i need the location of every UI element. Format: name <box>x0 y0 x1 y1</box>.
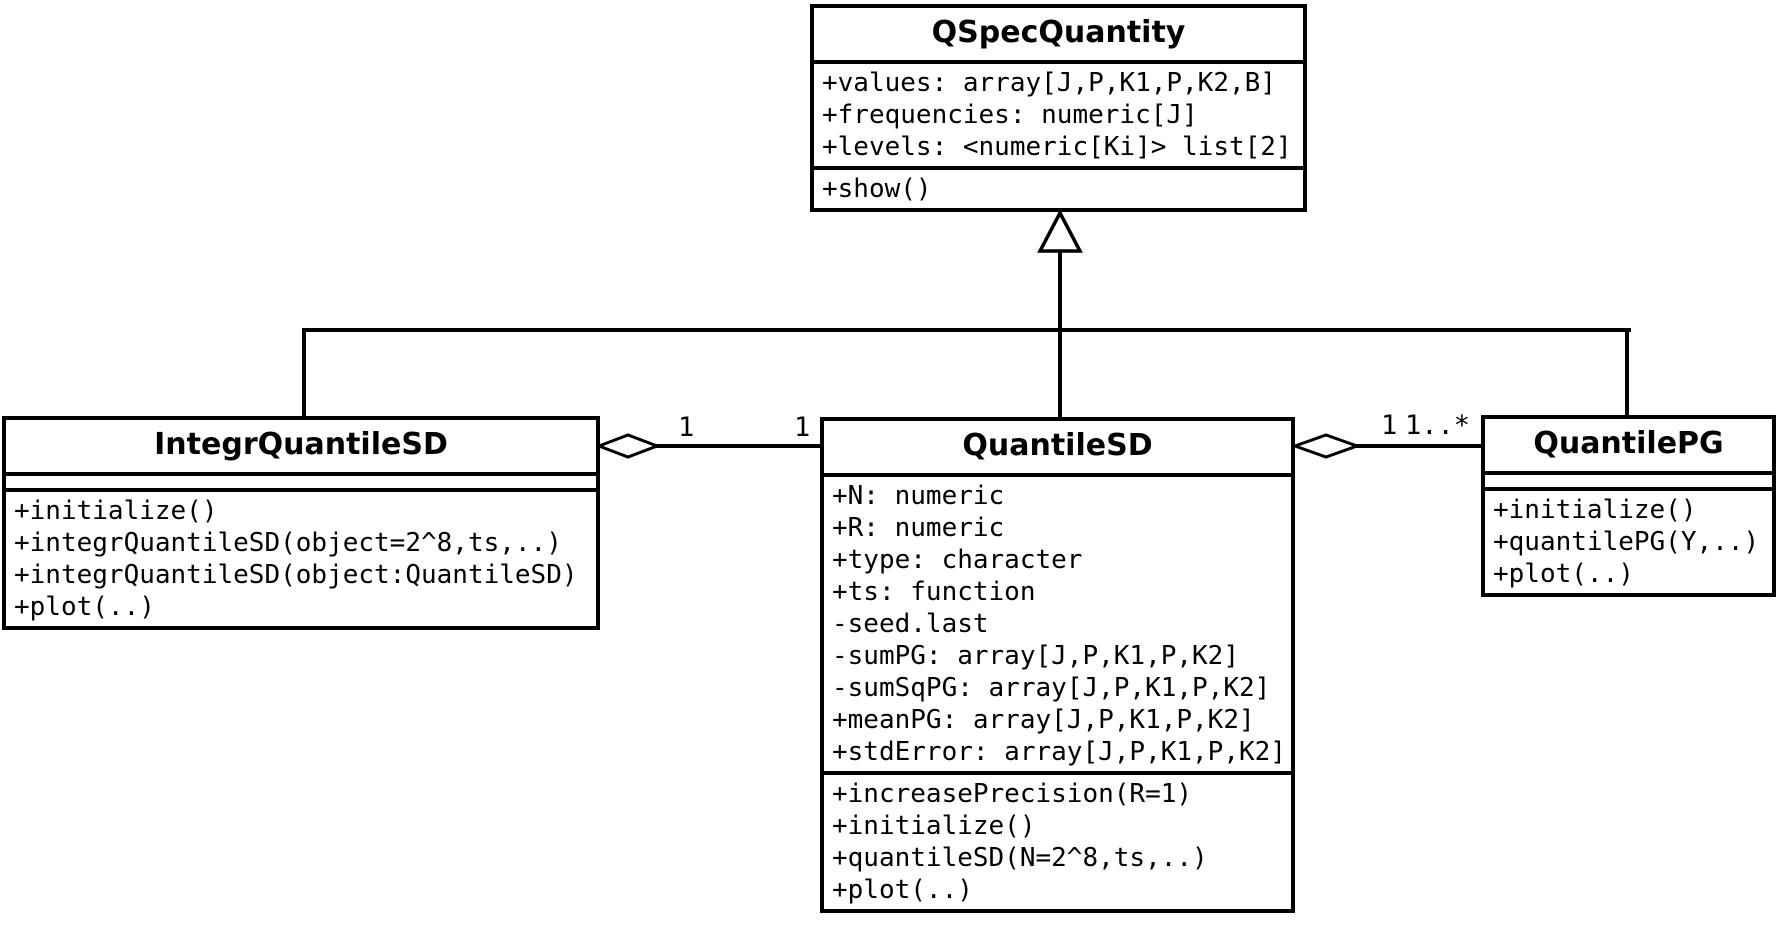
generalization-triangle-icon <box>1037 211 1083 253</box>
method-line: +increasePrecision(R=1) <box>832 779 1193 809</box>
attribute-line: +N: numeric <box>832 481 1005 511</box>
generalization-drop-middle <box>1058 330 1062 417</box>
class-name: QuantileSD <box>962 428 1153 463</box>
aggregation-left-diamond-icon <box>597 433 659 459</box>
method-line: +integrQuantileSD(object:QuantileSD) <box>14 560 578 590</box>
method-line: +integrQuantileSD(object=2^8,ts,..) <box>14 528 562 558</box>
method-line: +initialize() <box>14 496 218 526</box>
multiplicity-label: 1 <box>794 412 811 443</box>
attribute-line: +values: array[J,P,K1,P,K2,B] <box>822 68 1276 98</box>
attribute-line: +levels: <numeric[Ki]> list[2] <box>822 132 1292 162</box>
class-name: QSpecQuantity <box>931 15 1186 50</box>
class-box-integrquantilesd: IntegrQuantileSD +initialize() +integrQu… <box>2 416 600 630</box>
method-line: +quantileSD(N=2^8,ts,..) <box>832 843 1208 873</box>
multiplicity-label: 1..* <box>1405 410 1471 441</box>
methods-compartment: +initialize() +integrQuantileSD(object=2… <box>6 488 596 626</box>
aggregation-left-line <box>640 444 820 448</box>
methods-compartment: +show() <box>814 166 1303 208</box>
attribute-line: -sumSqPG: array[J,P,K1,P,K2] <box>832 673 1271 703</box>
multiplicity-label: 1 <box>678 412 695 443</box>
method-line: +show() <box>822 174 932 204</box>
attribute-line: +ts: function <box>832 577 1036 607</box>
methods-compartment: +initialize() +quantilePG(Y,..) +plot(..… <box>1485 487 1772 593</box>
attributes-compartment-empty <box>1485 471 1772 487</box>
class-box-qspecquantity: QSpecQuantity +values: array[J,P,K1,P,K2… <box>810 4 1307 212</box>
class-box-quantilesd: QuantileSD +N: numeric +R: numeric +type… <box>820 417 1295 913</box>
attribute-line: +R: numeric <box>832 513 1005 543</box>
attribute-line: +meanPG: array[J,P,K1,P,K2] <box>832 705 1255 735</box>
methods-compartment: +increasePrecision(R=1) +initialize() +q… <box>824 771 1291 909</box>
attribute-line: +stdError: array[J,P,K1,P,K2] <box>832 737 1286 767</box>
method-line: +plot(..) <box>832 875 973 905</box>
class-box-quantilepg: QuantilePG +initialize() +quantilePG(Y,.… <box>1481 415 1776 597</box>
attribute-line: +frequencies: numeric[J] <box>822 100 1198 130</box>
multiplicity-label: 1 <box>1381 410 1398 441</box>
method-line: +quantilePG(Y,..) <box>1493 527 1760 557</box>
generalization-drop-left <box>302 330 306 416</box>
method-line: +plot(..) <box>14 592 155 622</box>
attribute-line: -sumPG: array[J,P,K1,P,K2] <box>832 641 1239 671</box>
generalization-vertical-line-up <box>1058 250 1062 330</box>
generalization-horizontal-line <box>302 328 1631 332</box>
attribute-line: -seed.last <box>832 609 989 639</box>
aggregation-right-line <box>1356 444 1481 448</box>
attributes-compartment-empty <box>6 472 596 488</box>
attributes-compartment: +values: array[J,P,K1,P,K2,B] +frequenci… <box>814 60 1303 166</box>
attributes-compartment: +N: numeric +R: numeric +type: character… <box>824 473 1291 771</box>
method-line: +initialize() <box>832 811 1036 841</box>
attribute-line: +type: character <box>832 545 1083 575</box>
generalization-drop-right <box>1625 330 1629 415</box>
aggregation-right-diamond-icon <box>1293 433 1359 459</box>
method-line: +initialize() <box>1493 495 1697 525</box>
class-name: QuantilePG <box>1533 426 1724 461</box>
method-line: +plot(..) <box>1493 559 1634 589</box>
class-name: IntegrQuantileSD <box>154 427 448 462</box>
